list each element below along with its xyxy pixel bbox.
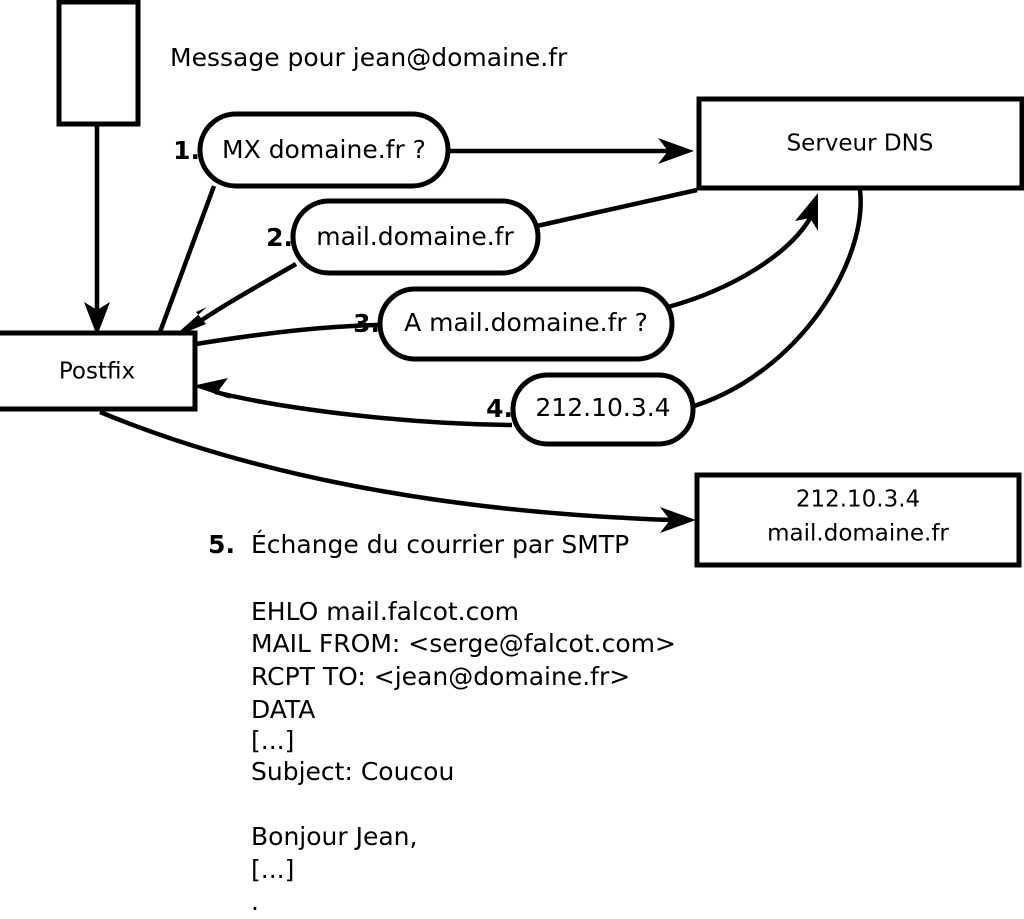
step-5-number: 5. xyxy=(208,530,235,559)
node-target-server-hostname: mail.domaine.fr xyxy=(767,521,949,547)
step-4-number: 4. xyxy=(486,394,513,423)
connector-dns-to-step4 xyxy=(693,189,863,409)
node-dns-server-label: Serveur DNS xyxy=(787,131,934,157)
step-2-number: 2. xyxy=(266,223,293,252)
step-1-number: 1. xyxy=(173,136,200,165)
connector-step3-to-dns xyxy=(667,193,818,310)
connector-dns-to-step2 xyxy=(527,187,698,231)
smtp-line: EHLO mail.falcot.com xyxy=(251,597,519,626)
step-3-bubble-label: A mail.domaine.fr ? xyxy=(404,308,648,337)
message-note: Message pour jean@domaine.fr xyxy=(170,43,568,72)
node-target-server-ip: 212.10.3.4 xyxy=(796,487,920,513)
connector-postfix-to-step1 xyxy=(157,185,217,333)
node-mail-client[interactable] xyxy=(56,0,141,127)
smtp-line: . xyxy=(251,887,259,916)
step-4[interactable]: 4. 212.10.3.4 xyxy=(486,372,696,447)
step-3[interactable]: 3. A mail.domaine.fr ? xyxy=(353,286,675,362)
node-dns-server[interactable]: Serveur DNS xyxy=(696,96,1024,191)
step-5-caption: Échange du courrier par SMTP xyxy=(251,530,629,559)
node-postfix[interactable]: Postfix xyxy=(0,330,198,412)
smtp-line: Subject: Coucou xyxy=(251,757,454,786)
connector-postfix-to-target xyxy=(99,409,696,533)
connector-postfix-to-step3 xyxy=(195,322,379,347)
smtp-line: RCPT TO: <jean@domaine.fr> xyxy=(251,662,630,691)
smtp-line: [...] xyxy=(251,726,294,755)
step-1-bubble-label: MX domaine.fr ? xyxy=(222,135,426,164)
step-2-bubble-label: mail.domaine.fr xyxy=(316,222,514,251)
smtp-line: DATA xyxy=(251,695,315,724)
step-2[interactable]: 2. mail.domaine.fr xyxy=(266,198,541,276)
smtp-line: [...] xyxy=(251,855,294,884)
step-1[interactable]: 1. MX domaine.fr ? xyxy=(173,111,451,189)
connector-client-to-postfix xyxy=(84,125,110,336)
node-target-server[interactable]: 212.10.3.4 mail.domaine.fr xyxy=(694,472,1022,568)
connector-step1-to-dns xyxy=(448,138,694,164)
node-postfix-label: Postfix xyxy=(59,359,135,385)
connector-step2-to-postfix xyxy=(172,262,298,338)
step-4-bubble-label: 212.10.3.4 xyxy=(535,393,670,422)
smtp-line: Bonjour Jean, xyxy=(251,822,417,851)
smtp-line: MAIL FROM: <serge@falcot.com> xyxy=(251,629,676,658)
connector-step4-to-postfix xyxy=(192,378,513,428)
step-3-number: 3. xyxy=(353,309,380,338)
